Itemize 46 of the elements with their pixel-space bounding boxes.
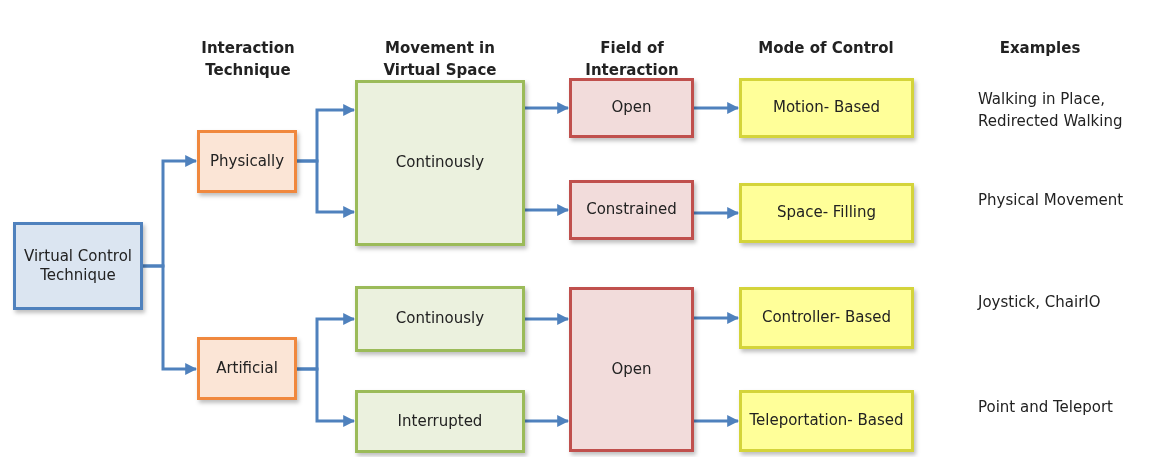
mode-box	[739, 78, 914, 138]
example-text: Physical Movement	[978, 190, 1125, 211]
node-label: Controller- Based	[760, 308, 893, 328]
node-label: Teleportation- Based	[748, 411, 905, 431]
node-label: Artificial	[215, 358, 279, 379]
example-text: Point and Teleport	[978, 397, 1114, 418]
arrow	[525, 313, 570, 325]
field-box	[569, 78, 694, 138]
arrow	[297, 159, 356, 218]
arrow	[694, 415, 740, 427]
column-header: Movement in Virtual Space	[382, 38, 498, 81]
node-label: Continously	[394, 309, 486, 329]
node-label: Motion- Based	[771, 98, 882, 118]
arrow	[525, 204, 570, 216]
column-header: Mode of Control	[757, 38, 895, 59]
field-box	[569, 180, 694, 240]
example-text: Walking in Place, Redirected Walking	[978, 89, 1124, 132]
arrow	[525, 102, 570, 114]
movement-box	[355, 80, 525, 246]
node-label: Open	[610, 98, 653, 118]
node-label: Constrained	[585, 200, 678, 220]
node-label: Physically	[208, 151, 286, 172]
mode-box	[739, 287, 914, 349]
column-header: Interaction Technique	[200, 38, 296, 81]
mode-box	[739, 390, 914, 452]
arrow	[143, 264, 198, 375]
mode-box	[739, 183, 914, 243]
node-label: Interrupted	[396, 411, 484, 432]
technique-box	[197, 130, 297, 193]
column-header: Examples	[998, 38, 1082, 59]
movement-box	[355, 286, 525, 352]
root-box	[13, 222, 143, 310]
node-label: Continously	[394, 153, 486, 173]
arrow	[297, 367, 356, 427]
field-box	[569, 287, 694, 452]
arrow	[525, 415, 570, 427]
movement-box	[355, 390, 525, 453]
arrow	[694, 207, 740, 219]
technique-box	[197, 337, 297, 400]
node-label: Space- Filling	[775, 203, 878, 223]
node-label: Virtual Control Technique	[23, 246, 133, 286]
column-header: Field of Interaction	[584, 38, 680, 81]
arrow	[694, 102, 740, 114]
example-text: Joystick, ChairIO	[978, 292, 1102, 313]
arrow	[694, 312, 740, 324]
node-label: Open	[610, 359, 653, 380]
